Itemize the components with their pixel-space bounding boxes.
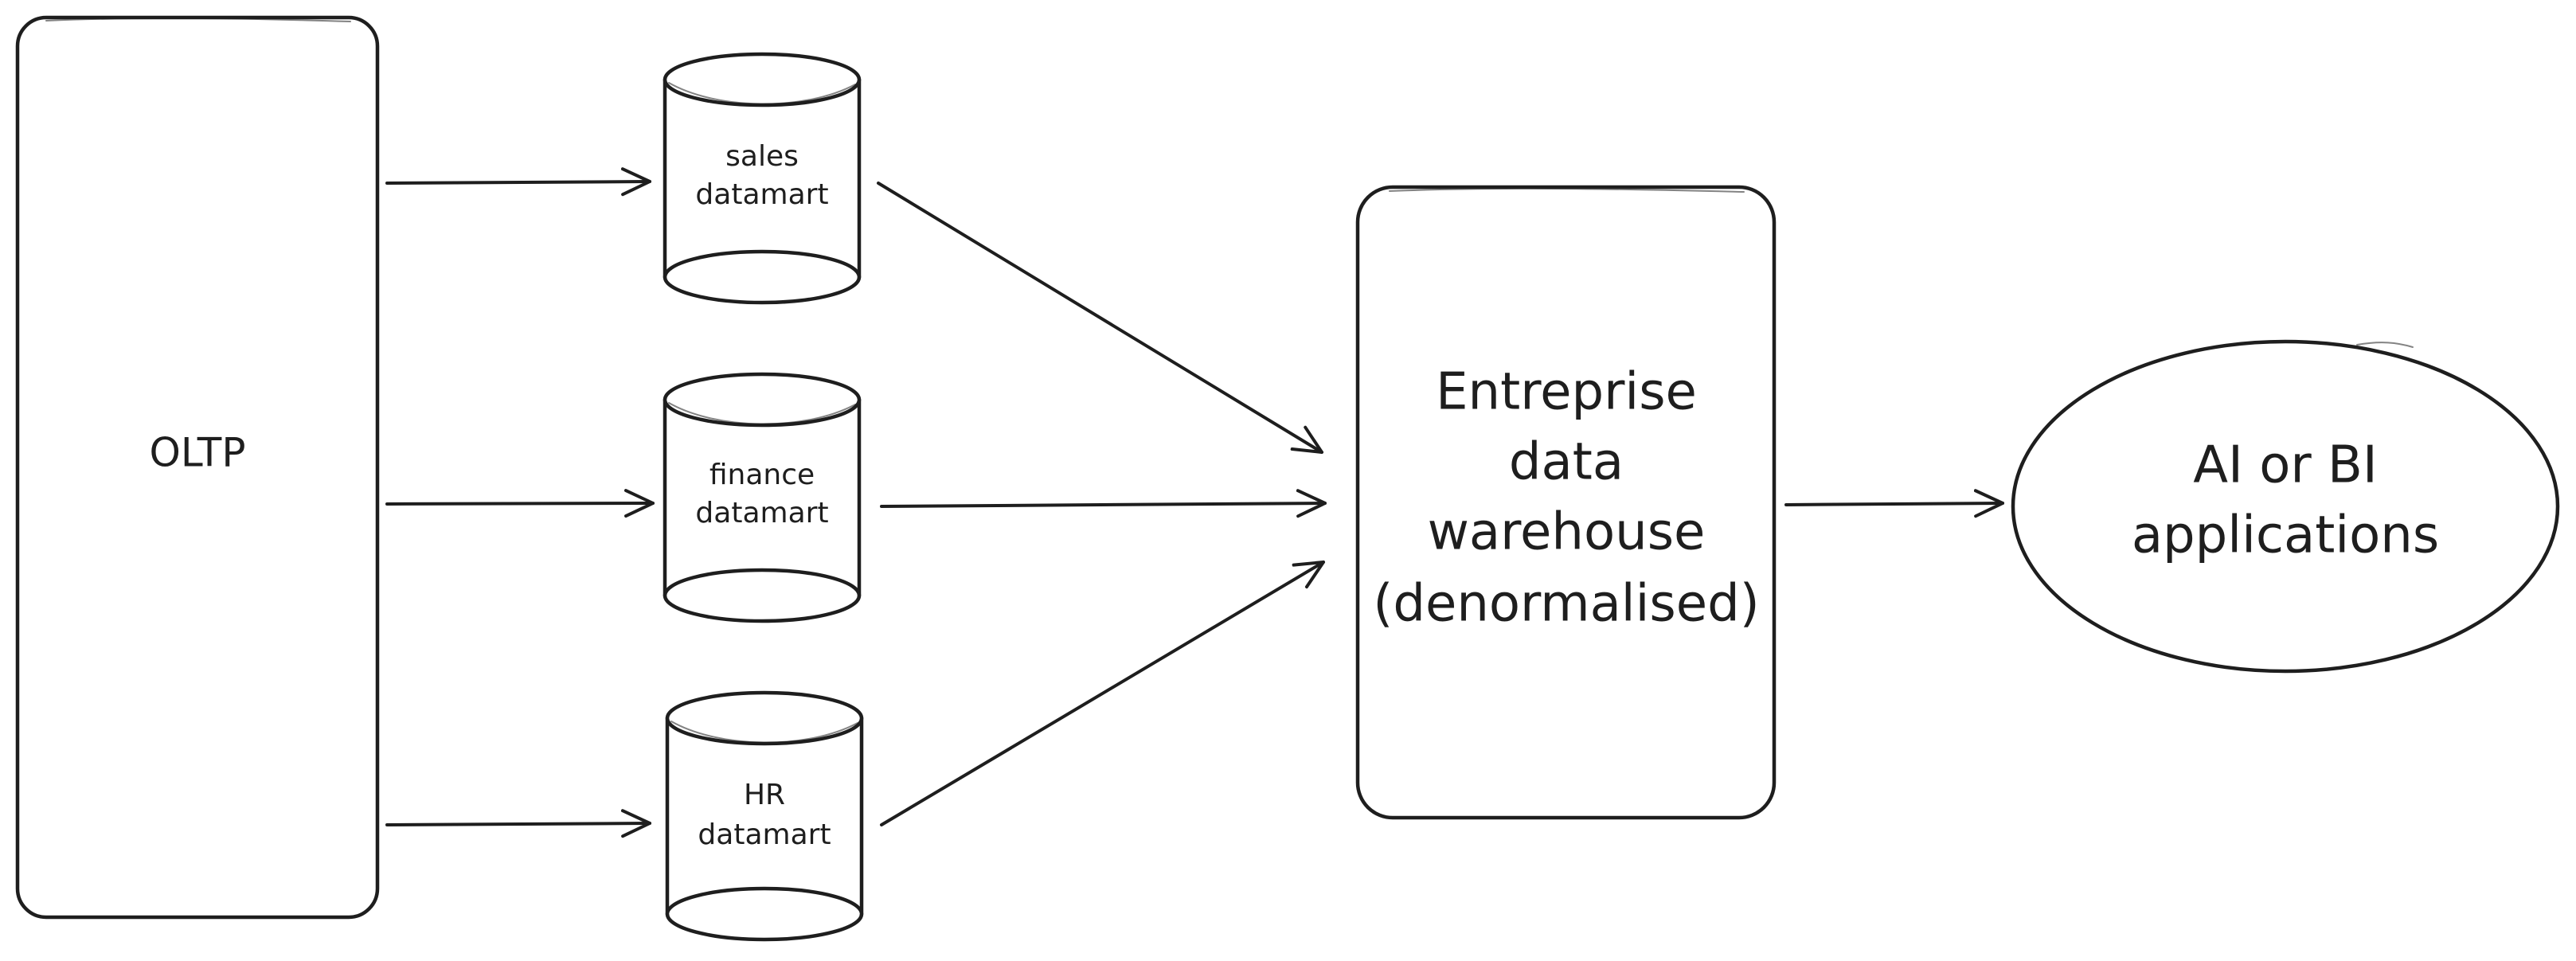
hr-datamart-node: HR datamart <box>665 690 864 942</box>
applications-node: AI or BI applications <box>2011 339 2560 674</box>
applications-label-line1: AI or BI <box>2193 436 2378 495</box>
sales-datamart-label-line2: datamart <box>695 178 828 211</box>
arrow-hr-to-warehouse <box>880 561 1325 826</box>
arrow-sales-to-warehouse <box>877 182 1323 454</box>
sales-datamart-label-line1: sales <box>725 140 799 173</box>
edw-label-line4: (denormalised) <box>1373 575 1759 634</box>
hr-datamart-label-line1: HR <box>744 779 785 811</box>
edw-label-line2: data <box>1509 433 1624 492</box>
finance-datamart-label-line2: datamart <box>695 497 828 529</box>
finance-datamart-label-line1: finance <box>709 459 815 491</box>
edw-label-line1: Entreprise <box>1436 363 1697 422</box>
oltp-node: OLTP <box>15 15 380 920</box>
arrow-oltp-to-sales-datamart <box>385 167 651 197</box>
arrow-oltp-to-hr-datamart <box>385 809 651 838</box>
arrow-oltp-to-finance-datamart <box>385 489 655 518</box>
arrow-finance-to-warehouse <box>880 489 1327 518</box>
enterprise-data-warehouse-node: Entreprise data warehouse (denormalised) <box>1355 185 1777 820</box>
finance-datamart-node: finance datamart <box>663 372 862 623</box>
sales-datamart-node: sales datamart <box>663 52 862 305</box>
arrow-warehouse-to-applications <box>1784 489 2004 518</box>
applications-label-line2: applications <box>2132 506 2439 565</box>
hr-datamart-label-line2: datamart <box>698 818 831 851</box>
edw-label-line3: warehouse <box>1428 503 1706 562</box>
oltp-label: OLTP <box>149 430 245 476</box>
